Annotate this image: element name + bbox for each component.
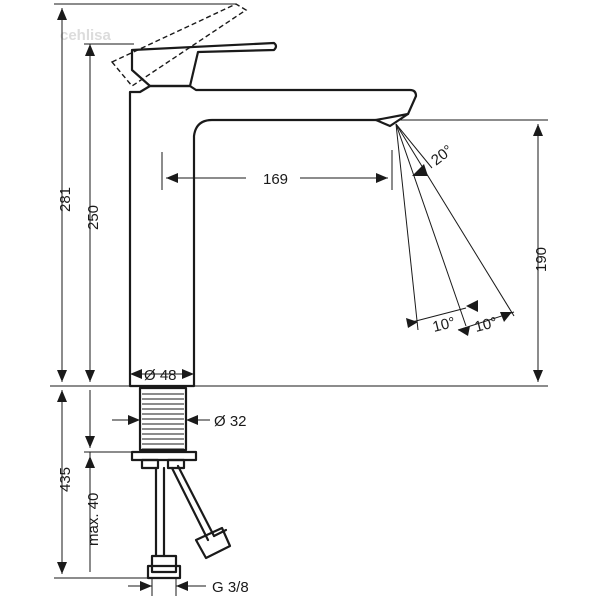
dim-spray-angle: 20° [428, 142, 456, 169]
supply-hoses [146, 464, 232, 580]
dimension-lines [50, 3, 548, 596]
faucet-body [128, 84, 418, 388]
mounting-shank [130, 386, 198, 470]
dim-angle-right: 10° [473, 314, 499, 336]
dim-connection: G 3/8 [212, 579, 249, 596]
dim-shank-diameter: Ø 32 [214, 413, 247, 430]
dim-max-40: max. 40 [85, 493, 102, 546]
lever-open-position [110, 3, 248, 87]
watermark-text: cehlisa [60, 27, 112, 44]
dim-435: 435 [57, 467, 74, 492]
faucet-lever [130, 41, 278, 88]
dim-190: 190 [533, 247, 550, 272]
dimension-arrows [57, 8, 543, 591]
dim-250: 250 [85, 205, 102, 230]
dim-angle-left: 10° [431, 314, 457, 336]
dim-169: 169 [263, 171, 288, 188]
dim-body-diameter: Ø 48 [144, 367, 177, 384]
dim-281: 281 [57, 187, 74, 212]
